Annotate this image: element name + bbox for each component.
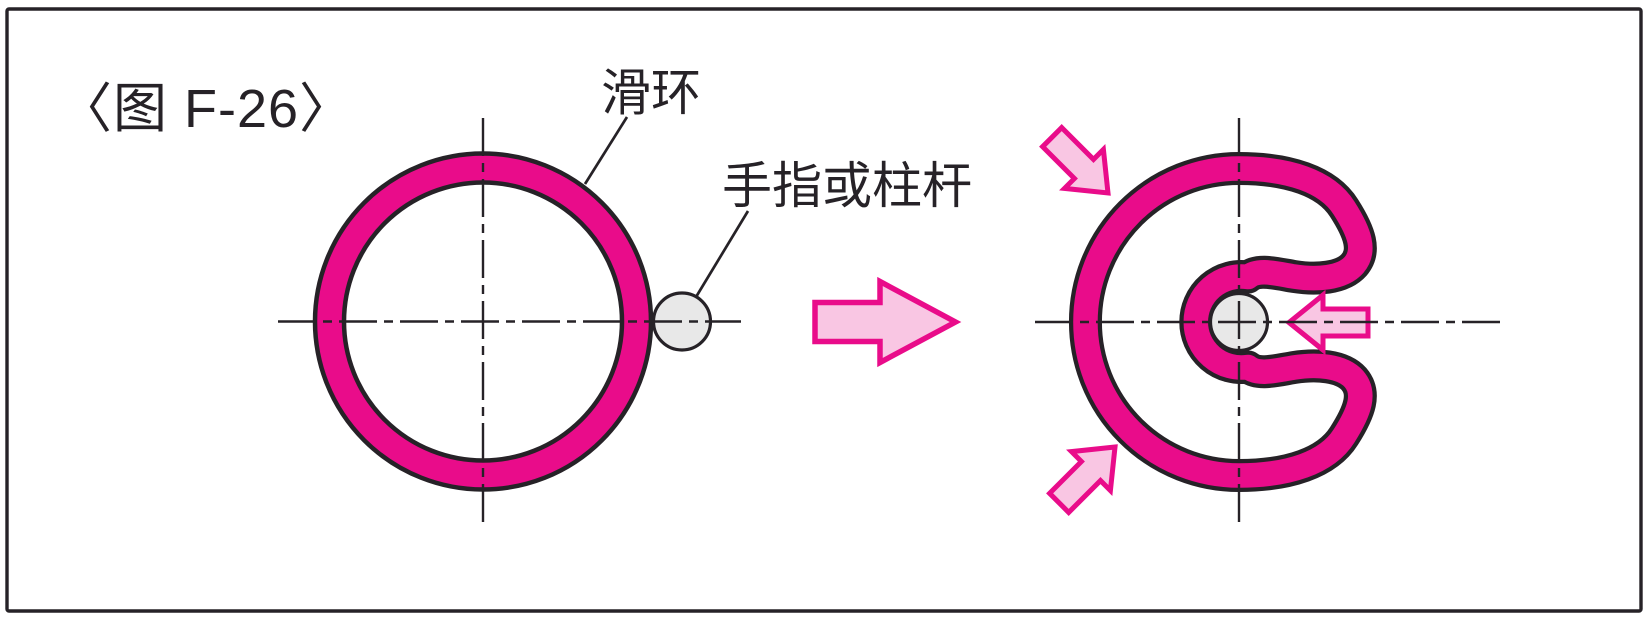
slip-ring-before-group: 滑环 手指或柱杆 xyxy=(278,65,972,527)
ring-leader-line xyxy=(583,116,629,185)
finger-leader-line xyxy=(694,210,750,298)
ring-label: 滑环 xyxy=(601,65,701,121)
diagram-frame xyxy=(5,7,1643,613)
slip-ring-after-group xyxy=(1035,118,1507,526)
deformed-ring-body xyxy=(1073,156,1373,488)
transform-arrow-icon xyxy=(812,276,962,368)
figure-title: 〈图 F-26〉 xyxy=(58,79,354,139)
press-arrow-bottom-left-icon xyxy=(1046,444,1118,516)
deformed-slip-ring xyxy=(1069,152,1377,492)
press-arrow-top-left-icon xyxy=(1039,124,1111,196)
finger-label: 手指或柱杆 xyxy=(722,158,972,214)
